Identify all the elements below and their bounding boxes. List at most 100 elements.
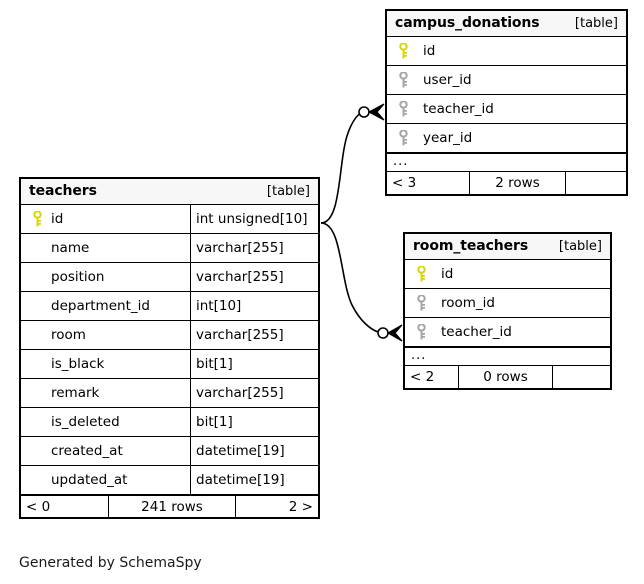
column-label: teacher_id [423,101,494,117]
footer-child-count[interactable]: 2 > [288,498,313,515]
footer-parent-count[interactable]: < 0 [26,498,51,515]
table-row[interactable]: user_id [387,66,626,95]
crowsfoot-arrow [386,324,403,342]
column-type-cell: varchar[255] [190,234,318,262]
column-label: position [51,269,105,285]
column-type-cell: bit[1] [190,350,318,378]
relationship-teachers-room_teachers [320,222,403,342]
column-type-cell: varchar[255] [190,263,318,291]
footer-parent-count[interactable]: < 3 [392,175,417,191]
relationship-teachers-campus_donations [320,103,385,224]
column-name-cell: year_id [387,124,626,152]
column-type-cell: bit[1] [190,408,318,436]
table-title: teachers [29,183,97,199]
table-row[interactable]: room_id [405,289,610,318]
column-name-cell: name [21,234,190,262]
table-campus_donations[interactable]: campus_donations [table] id [385,9,628,196]
column-name-cell: teacher_id [387,95,626,123]
foreign-key-icon [393,71,413,89]
column-name-cell: id [21,205,190,233]
table-row[interactable]: id int unsigned[10] [21,205,318,234]
column-name-cell: room [21,321,190,349]
table-header: campus_donations [table] [387,11,626,37]
column-name-cell: teacher_id [405,318,610,346]
column-label: user_id [423,72,472,88]
column-label: id [51,211,64,227]
column-label: updated_at [51,472,128,488]
column-name-cell: is_deleted [21,408,190,436]
column-type-cell: int[10] [190,292,318,320]
table-row[interactable]: year_id [387,124,626,153]
table-type-tag: [table] [574,15,618,31]
foreign-key-icon [393,129,413,147]
foreign-key-icon [411,323,431,341]
table-row[interactable]: room varchar[255] [21,321,318,350]
table-row[interactable]: name varchar[255] [21,234,318,263]
column-name-cell: id [405,260,610,288]
column-label: remark [51,385,100,401]
foreign-key-icon [411,294,431,312]
table-row[interactable]: department_id int[10] [21,292,318,321]
table-type-tag: [table] [558,238,602,254]
column-label: created_at [51,443,123,459]
crowsfoot-arrow [367,103,385,121]
column-name-cell: created_at [21,437,190,465]
column-name-cell: room_id [405,289,610,317]
table-teachers[interactable]: teachers [table] id int unsigned[10] [19,177,320,519]
table-header: teachers [table] [21,179,318,205]
table-room_teachers[interactable]: room_teachers [table] id [403,232,612,390]
column-label: name [51,240,90,256]
column-name-cell: position [21,263,190,291]
column-type-cell: varchar[255] [190,321,318,349]
column-label: is_black [51,356,105,372]
column-label: year_id [423,130,473,146]
foreign-key-icon [393,100,413,118]
table-footer: < 2 0 rows [405,366,610,388]
footer-row-count: 241 rows [108,496,236,517]
column-type-cell: datetime[19] [190,437,318,465]
column-name-cell: is_black [21,350,190,378]
column-label: id [423,43,436,59]
cardinality-zero-marker [358,106,370,118]
primary-key-icon [411,265,431,283]
footer-parent-count[interactable]: < 2 [410,369,435,385]
primary-key-icon [393,42,413,60]
table-row[interactable]: created_at datetime[19] [21,437,318,466]
table-row[interactable]: teacher_id [405,318,610,347]
table-title: room_teachers [413,238,529,254]
table-row[interactable]: remark varchar[255] [21,379,318,408]
column-label: teacher_id [441,324,512,340]
diagram-caption: Generated by SchemaSpy [19,555,202,571]
column-label: id [441,266,454,282]
column-type-cell: datetime[19] [190,466,318,494]
table-row[interactable]: position varchar[255] [21,263,318,292]
table-header: room_teachers [table] [405,234,610,260]
table-row[interactable]: is_deleted bit[1] [21,408,318,437]
table-row[interactable]: teacher_id [387,95,626,124]
table-row[interactable]: id [387,37,626,66]
primary-key-icon [27,210,47,228]
column-name-cell: id [387,37,626,65]
column-label: room [51,327,86,343]
table-row[interactable]: id [405,260,610,289]
column-label: department_id [51,298,150,314]
footer-child-count[interactable] [553,366,610,388]
footer-child-count[interactable] [566,172,626,194]
more-columns-indicator: ... [405,347,610,366]
column-name-cell: department_id [21,292,190,320]
footer-row-count: 2 rows [469,172,566,194]
column-name-cell: user_id [387,66,626,94]
table-title: campus_donations [395,15,540,31]
table-type-tag: [table] [266,183,310,199]
column-label: room_id [441,295,495,311]
column-type-cell: int unsigned[10] [190,205,318,233]
table-row[interactable]: is_black bit[1] [21,350,318,379]
more-columns-indicator: ... [387,153,626,172]
column-name-cell: updated_at [21,466,190,494]
column-type-cell: varchar[255] [190,379,318,407]
table-footer: < 0 241 rows 2 > [21,495,318,517]
column-name-cell: remark [21,379,190,407]
table-row[interactable]: updated_at datetime[19] [21,466,318,495]
table-footer: < 3 2 rows [387,172,626,194]
